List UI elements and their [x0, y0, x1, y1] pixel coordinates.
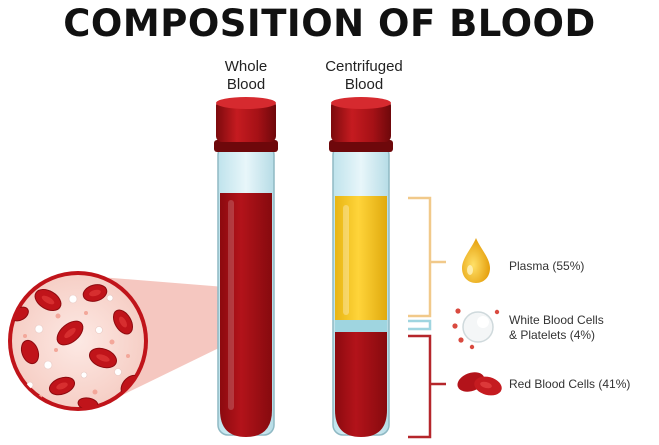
white-cell-bracket — [408, 321, 430, 329]
whole-blood-tube — [214, 97, 278, 437]
centrifuged-blood-tube — [329, 97, 393, 437]
plasma-bracket — [408, 198, 446, 316]
red-cell-layer — [335, 332, 387, 437]
red-cell-icon — [455, 369, 504, 399]
whole-blood-fill — [220, 193, 272, 437]
plasma-label: Plasma (55%) — [509, 259, 584, 274]
red-cell-bracket — [408, 336, 446, 437]
white-cells-label: White Blood Cells & Platelets (4%) — [509, 313, 659, 343]
red-cells-label: Red Blood Cells (41%) — [509, 377, 630, 392]
plasma-layer — [335, 196, 387, 320]
white-cell-icon — [452, 308, 499, 349]
plasma-drop-icon — [462, 238, 490, 283]
magnified-blood-circle — [8, 271, 148, 412]
buffy-coat-layer — [335, 320, 387, 332]
